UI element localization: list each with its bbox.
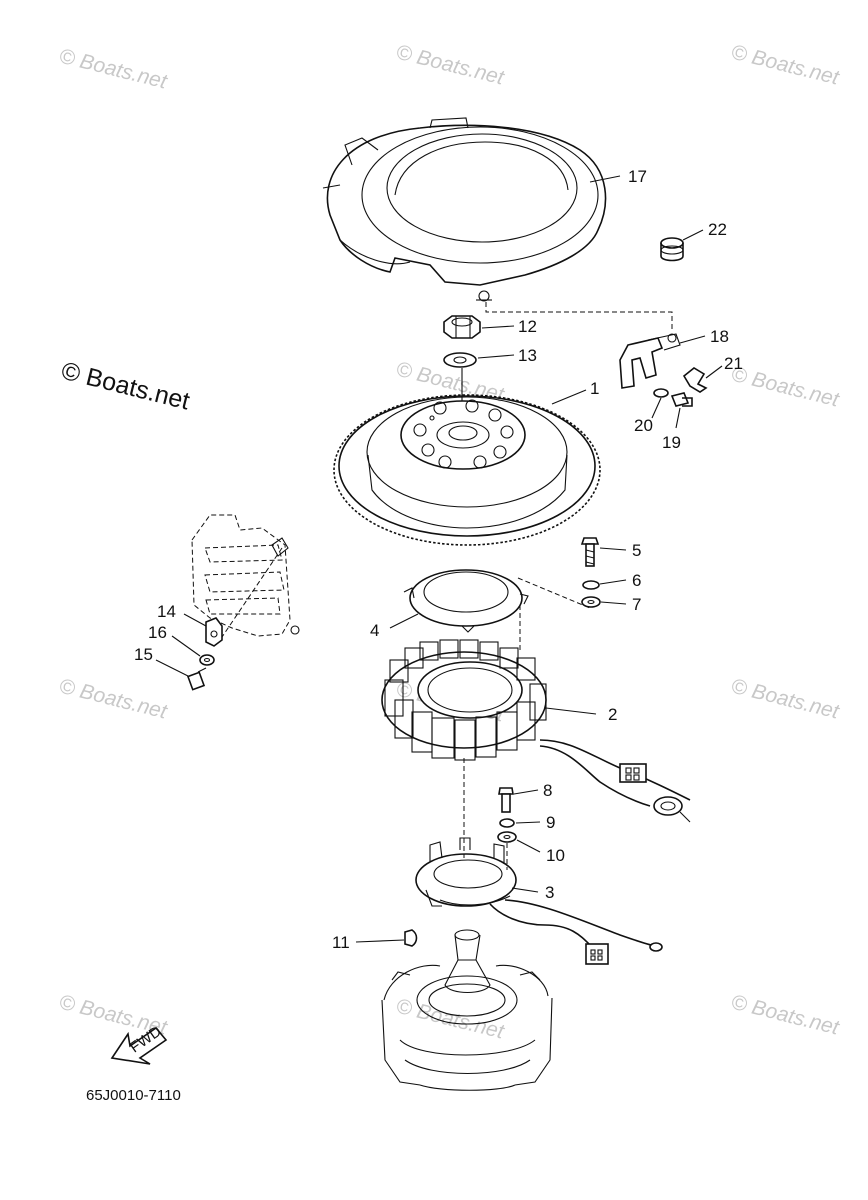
callout-14: 14 xyxy=(157,602,176,621)
left-mounting-plate xyxy=(191,514,300,641)
callout-21: 21 xyxy=(724,354,743,373)
part-22-grommet xyxy=(660,237,684,262)
part-21-clip xyxy=(682,367,708,393)
part-4-stator-base xyxy=(403,569,529,633)
callout-18: 18 xyxy=(710,327,729,346)
part-6-lock-washer xyxy=(582,580,600,590)
part-1-flywheel xyxy=(333,394,601,546)
callout-11: 11 xyxy=(332,933,350,952)
callout-8: 8 xyxy=(543,781,552,800)
part-15-screw xyxy=(186,667,207,691)
part-12-nut xyxy=(443,315,481,339)
callout-2: 2 xyxy=(608,705,617,724)
watermark: © Boats.net xyxy=(729,675,842,724)
watermark: © Boats.net xyxy=(729,363,842,412)
part-2-stator xyxy=(381,639,691,823)
watermark-layer: © Boats.net © Boats.net © Boats.net © Bo… xyxy=(57,41,842,1044)
callout-3: 3 xyxy=(545,883,554,902)
watermark: © Boats.net xyxy=(729,41,842,90)
callout-12: 12 xyxy=(518,317,537,336)
callout-1: 1 xyxy=(590,379,599,398)
part-10-washer xyxy=(497,831,517,843)
part-11-woodruff-key xyxy=(404,929,418,947)
part-5-bolt xyxy=(580,537,600,567)
callout-7: 7 xyxy=(632,595,641,614)
watermark: © Boats.net xyxy=(729,991,842,1040)
part-18-bracket xyxy=(619,333,681,389)
main-watermark: © Boats.net xyxy=(59,357,193,416)
callout-9: 9 xyxy=(546,813,555,832)
watermark: © Boats.net xyxy=(57,675,170,724)
callout-15: 15 xyxy=(134,645,153,664)
watermark: © Boats.net xyxy=(394,995,507,1044)
callout-10: 10 xyxy=(546,846,565,865)
part-8-screw xyxy=(498,787,514,813)
part-16-washer xyxy=(199,654,215,666)
part-19-bolt xyxy=(670,392,693,407)
callout-22: 22 xyxy=(708,220,727,239)
callout-20: 20 xyxy=(634,416,653,435)
part-20-washer xyxy=(653,388,669,398)
callout-16: 16 xyxy=(148,623,167,642)
callout-19: 19 xyxy=(662,433,681,452)
callout-17: 17 xyxy=(628,167,647,186)
part-13-washer xyxy=(443,352,477,368)
watermark: © Boats.net xyxy=(57,45,170,94)
part-17-flywheel-cover xyxy=(322,117,607,302)
part-14-clamp xyxy=(205,617,223,647)
part-9-lock-washer xyxy=(499,818,515,828)
part-3-pulser-coil xyxy=(415,837,663,965)
callout-5: 5 xyxy=(632,541,641,560)
diagram-code: 65J0010-7110 xyxy=(86,1087,181,1104)
watermark: © Boats.net xyxy=(394,41,507,90)
callout-4: 4 xyxy=(370,621,379,640)
callout-13: 13 xyxy=(518,346,537,365)
callout-6: 6 xyxy=(632,571,641,590)
part-7-washer xyxy=(581,596,601,608)
crankcase-reference xyxy=(381,929,553,1091)
